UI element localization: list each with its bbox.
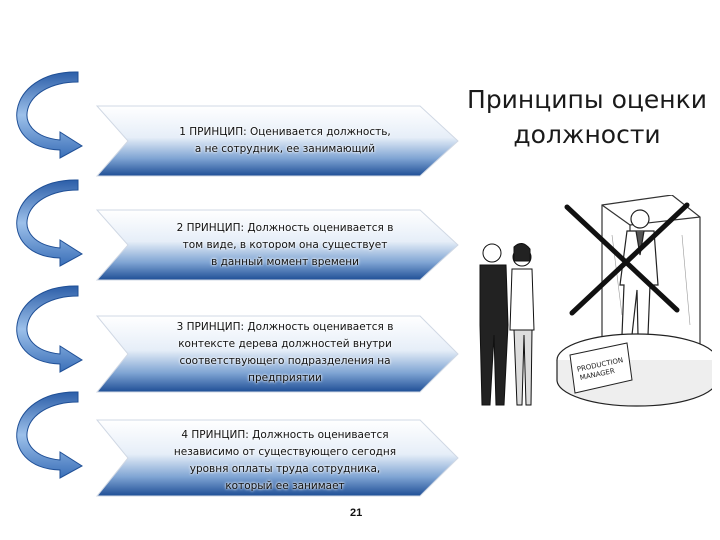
principle-2-line-2: том виде, в котором она существует <box>182 239 388 251</box>
title-line-2: должности <box>513 120 661 149</box>
principle-4-line-1: 4 ПРИНЦИП: Должность оценивается <box>181 429 389 441</box>
principle-4-line-3: уровня оплаты труда сотрудника, <box>189 463 381 475</box>
principle-arrow-2 <box>95 209 459 281</box>
curved-arrow-icon-3 <box>16 285 83 373</box>
curved-arrow-icon-2 <box>16 179 83 267</box>
principle-arrow-4 <box>95 419 459 497</box>
principle-1-line-2: а не сотрудник, ее занимающий <box>194 143 376 155</box>
principle-4-line-4: который ее занимает <box>225 480 345 492</box>
principle-3-line-2: контексте дерева должностей внутри <box>178 338 392 350</box>
principle-4-line-2: независимо от существующего сегодня <box>173 446 397 458</box>
principle-1-line-1: 1 ПРИНЦИП: Оценивается должность, <box>179 126 391 138</box>
production-manager-sign: PRODUCTION MANAGER <box>569 342 633 394</box>
principle-3-line-3: соответствующего подразделения на <box>179 355 391 367</box>
principle-3-line-1: 3 ПРИНЦИП: Должность оценивается в <box>176 321 394 333</box>
principle-arrow-1 <box>95 105 459 177</box>
principle-3-text: 3 ПРИНЦИП: Должность оценивается в конте… <box>150 319 420 387</box>
principle-1-text: 1 ПРИНЦИП: Оценивается должность, а не с… <box>150 124 420 158</box>
cross-out-mark <box>564 202 690 316</box>
principle-3-line-4: предприятии <box>248 372 322 384</box>
display-case-illustration: PRODUCTION MANAGER <box>479 195 712 407</box>
onlooker-man-figure <box>479 243 509 406</box>
onlooker-woman-figure <box>509 243 535 406</box>
curved-arrow-icon-1 <box>16 71 83 159</box>
principle-2-line-3: в данный момент времени <box>211 256 359 268</box>
principle-arrow-3 <box>95 315 459 393</box>
principle-2-line-1: 2 ПРИНЦИП: Должность оценивается в <box>176 222 394 234</box>
title-line-1: Принципы оценки <box>467 85 707 114</box>
principle-2-text: 2 ПРИНЦИП: Должность оценивается в том в… <box>150 220 420 271</box>
slide-title: Принципы оценки должности <box>462 82 712 152</box>
page-number: 21 <box>350 507 363 519</box>
curved-arrow-icon-4 <box>16 391 83 479</box>
principle-4-text: 4 ПРИНЦИП: Должность оценивается независ… <box>150 427 420 495</box>
